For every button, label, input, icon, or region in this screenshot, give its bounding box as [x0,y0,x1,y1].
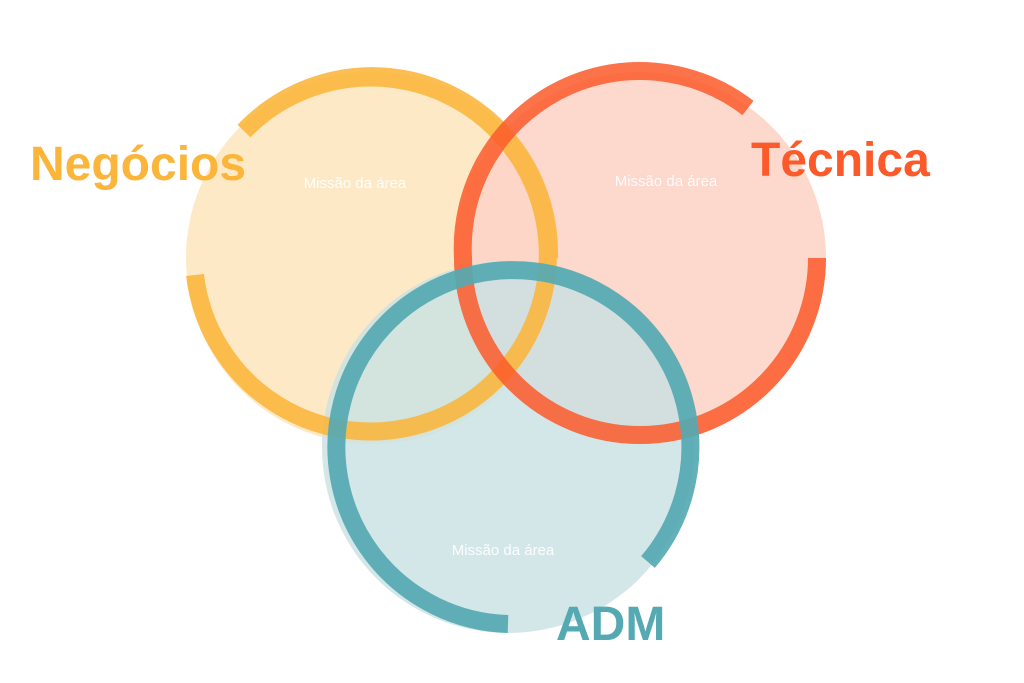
negocios-circle-ring [186,67,559,441]
adm-mission-text: Missão da área [452,542,555,559]
negocios-title: Negócios [30,138,246,191]
negocios-mission-text: Missão da área [304,175,407,192]
adm-circle-fill [322,261,694,633]
adm-circle-ring [327,261,700,633]
tecnica-circle-ring [453,62,826,444]
tecnica-mission-text: Missão da área [615,173,718,190]
tecnica-title: Técnica [751,134,930,187]
adm-title: ADM [556,598,665,651]
